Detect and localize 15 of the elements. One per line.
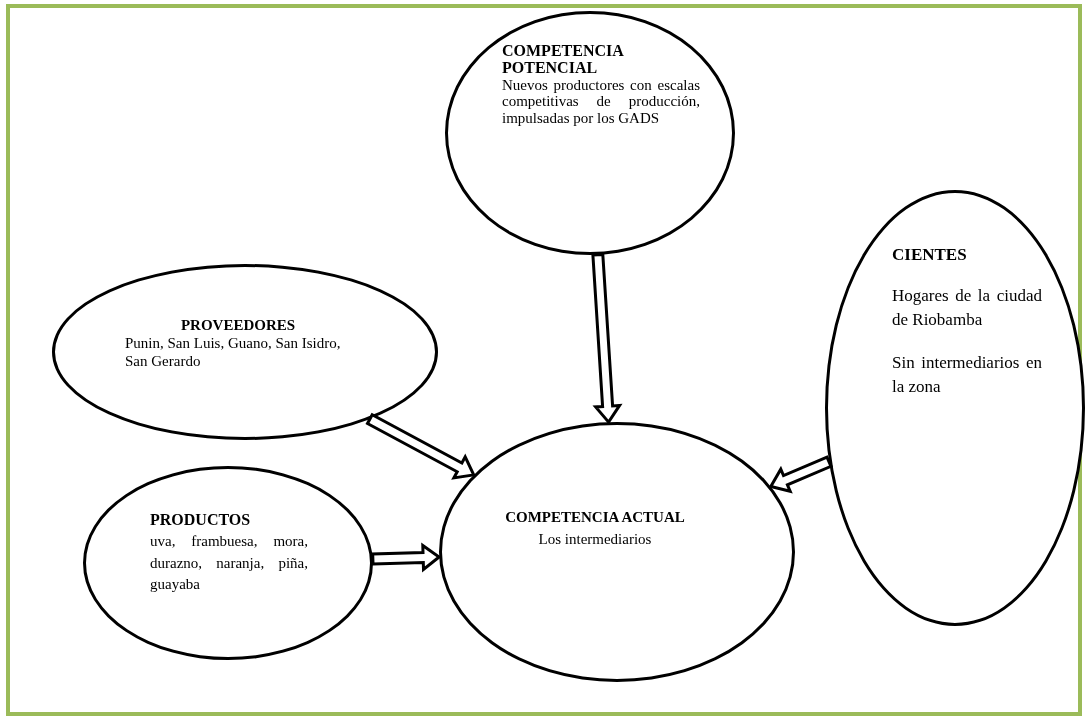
block-arrow [371, 542, 442, 573]
node-heading: COMPETENCIA POTENCIAL [502, 43, 625, 77]
node-description: Nuevos productores con escalas competitivas de producción, impulsadas por los GADS [502, 76, 700, 127]
node-heading: CIENTES [892, 246, 968, 264]
block-arrow [768, 455, 833, 494]
node-heading: COMPETENCIA ACTUAL [505, 510, 685, 526]
node-description: Sin intermediarios en la zona [892, 352, 1042, 399]
node-description: Punin, San Luis, Guano, San Isidro, San Gerardo [125, 333, 342, 370]
node-heading: PRODUCTOS [150, 512, 252, 529]
node-description: Los intermediarios [537, 529, 653, 548]
node-heading: PROVEEDORES [179, 318, 297, 334]
node-description: uva, frambuesa, mora, durazno, naranja, piña, guayaba [150, 531, 308, 595]
block-arrow [365, 412, 476, 480]
block-arrow [591, 252, 623, 425]
node-description: Hogares de la ciudad de Riobamba [892, 284, 1042, 331]
